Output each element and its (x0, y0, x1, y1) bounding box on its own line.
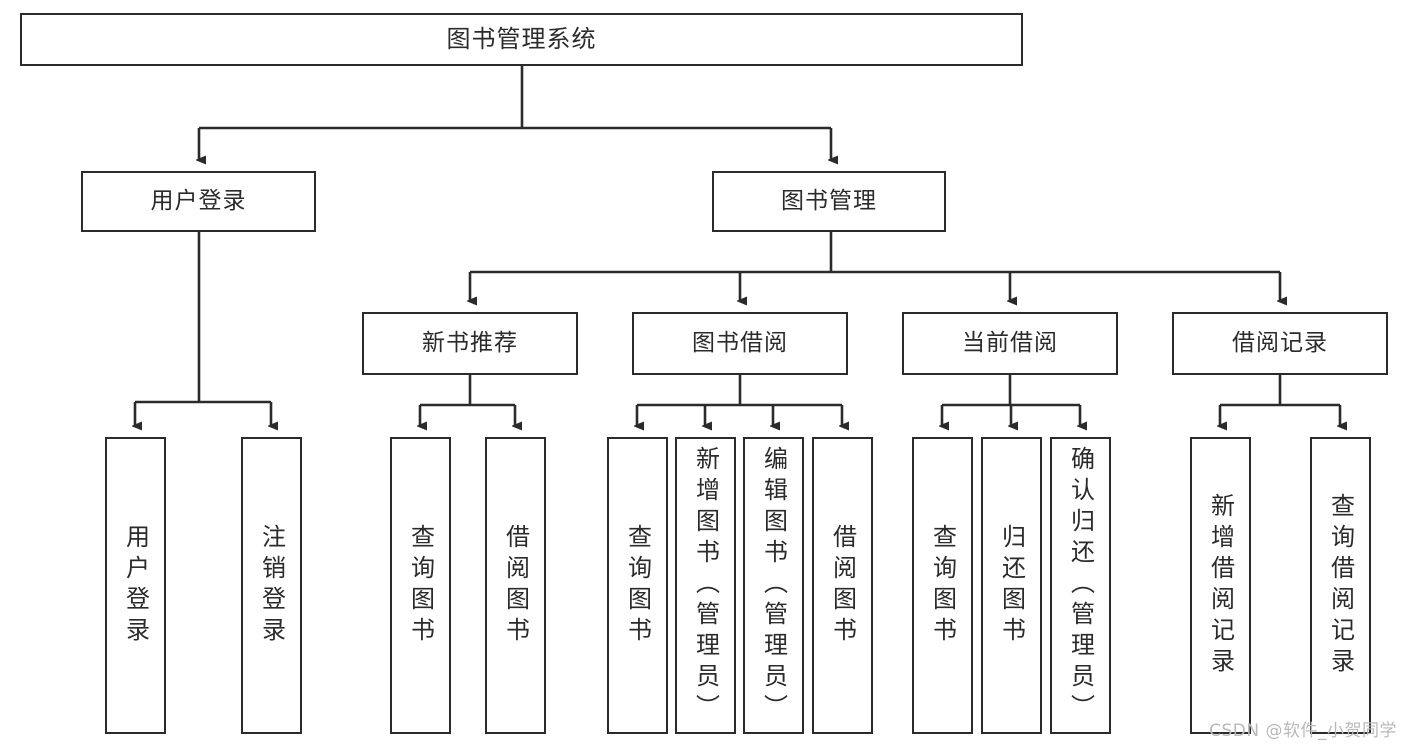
leaf-add-borrow-record[interactable]: 新增借阅记录 (1190, 437, 1251, 734)
leaf-query-book-recommend[interactable]: 查询图书 (390, 437, 451, 734)
node-label: 用户登录 (150, 187, 247, 214)
node-new-book-recommend[interactable]: 新书推荐 (362, 312, 578, 375)
leaf-edit-book-admin[interactable]: 编辑图书（管理员） (743, 437, 804, 734)
leaf-logout[interactable]: 注销登录 (241, 437, 302, 734)
node-current-borrow[interactable]: 当前借阅 (902, 312, 1118, 375)
node-label: 编辑图书（管理员） (759, 446, 788, 725)
leaf-confirm-return-admin[interactable]: 确认归还（管理员） (1050, 437, 1111, 734)
node-label: 查询借阅记录 (1326, 492, 1355, 679)
leaf-user-login[interactable]: 用户登录 (105, 437, 166, 734)
leaf-query-book-borrow[interactable]: 查询图书 (607, 437, 668, 734)
leaf-query-book-current[interactable]: 查询图书 (912, 437, 973, 734)
node-label: 图书借阅 (692, 329, 788, 356)
node-root-system[interactable]: 图书管理系统 (20, 13, 1023, 66)
node-label: 借阅图书 (828, 523, 857, 648)
node-label: 注销登录 (257, 523, 286, 648)
node-label: 借阅图书 (501, 523, 530, 648)
node-label: 当前借阅 (962, 329, 1058, 356)
csdn-watermark: CSDN @软件_小贺同学 (1209, 721, 1397, 741)
node-label: 新书推荐 (422, 329, 518, 356)
leaf-return-book[interactable]: 归还图书 (981, 437, 1042, 734)
node-book-management[interactable]: 图书管理 (712, 171, 946, 232)
node-label: 图书管理 (781, 187, 877, 214)
node-label: 用户登录 (121, 523, 150, 648)
leaf-borrow-book[interactable]: 借阅图书 (812, 437, 873, 734)
node-label: 借阅记录 (1232, 329, 1328, 356)
leaf-query-borrow-record[interactable]: 查询借阅记录 (1310, 437, 1371, 734)
leaf-borrow-book-recommend[interactable]: 借阅图书 (485, 437, 546, 734)
node-borrow-record[interactable]: 借阅记录 (1172, 312, 1388, 375)
node-label: 新增借阅记录 (1206, 492, 1235, 679)
node-book-borrow[interactable]: 图书借阅 (632, 312, 848, 375)
leaf-add-book-admin[interactable]: 新增图书（管理员） (675, 437, 736, 734)
node-label: 图书管理系统 (446, 25, 597, 54)
node-label: 查询图书 (623, 523, 652, 648)
node-label: 新增图书（管理员） (691, 446, 720, 725)
node-user-login[interactable]: 用户登录 (81, 171, 316, 232)
node-label: 查询图书 (406, 523, 435, 648)
node-label: 归还图书 (997, 523, 1026, 648)
node-label: 查询图书 (928, 523, 957, 648)
node-label: 确认归还（管理员） (1066, 446, 1095, 725)
